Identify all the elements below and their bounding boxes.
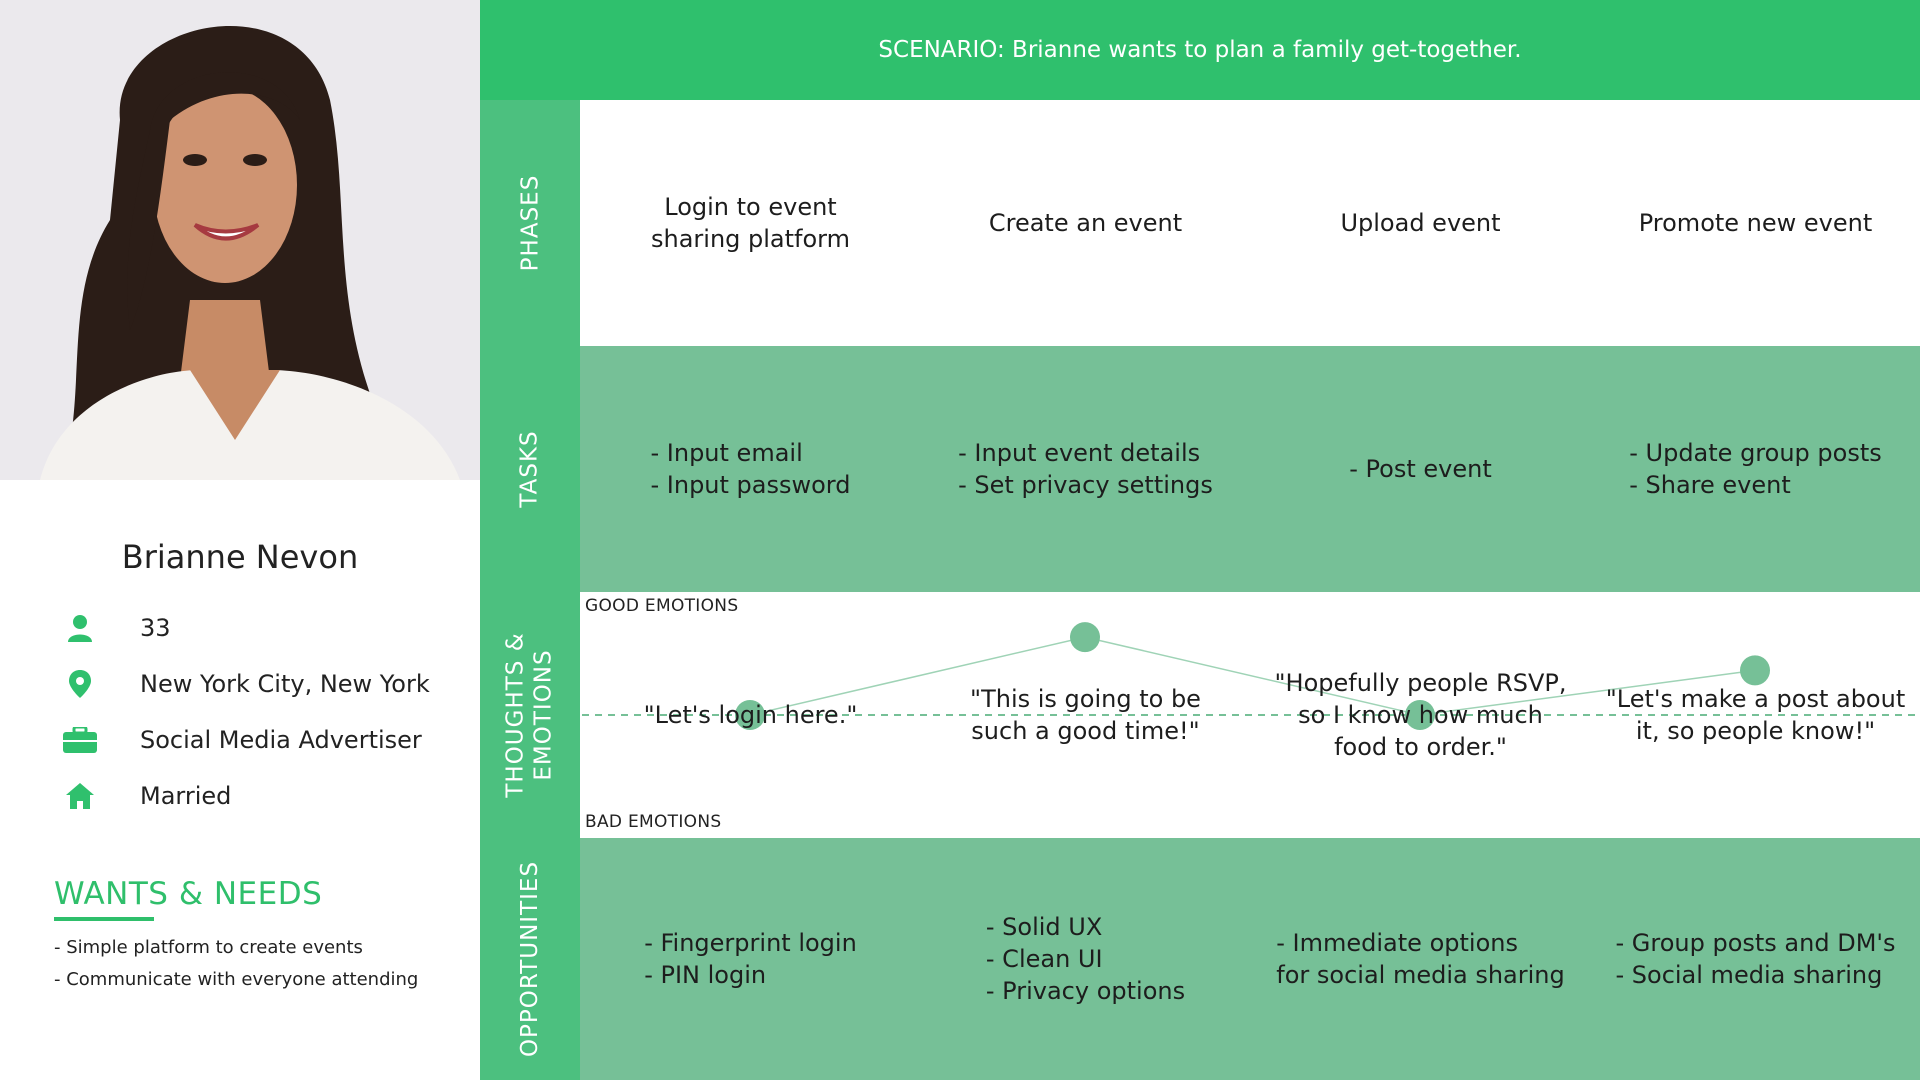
opportunities-band: [580, 838, 1920, 1080]
task-cell: - Update group posts - Share event: [1588, 346, 1920, 592]
persona-photo: [0, 0, 480, 480]
task-item: - Input email: [650, 439, 803, 467]
persona-location: New York City, New York: [140, 670, 430, 698]
opportunity-item: - PIN login: [644, 961, 767, 989]
task-item: - Input event details: [958, 439, 1201, 467]
opportunity-item: - Immediate options: [1276, 929, 1518, 957]
phase-cell: Login to event sharing platform: [583, 100, 918, 346]
phase-text: Promote new event: [1638, 209, 1873, 237]
persona-portrait-illustration: [0, 0, 480, 480]
scenario-text: SCENARIO: Brianne wants to plan a family…: [878, 37, 1522, 63]
tasks-row-label: TASKS: [480, 346, 580, 592]
task-cell: - Input email - Input password: [583, 346, 918, 592]
task-item: - Update group posts: [1629, 439, 1882, 467]
opportunities-label-text: OPPORTUNITIES: [517, 860, 543, 1058]
task-item: - Set privacy settings: [958, 471, 1213, 499]
bad-emotions-label: BAD EMOTIONS: [585, 812, 722, 832]
row-label-stripe: [480, 100, 580, 1080]
task-item: - Share event: [1629, 471, 1791, 499]
thoughts-emotions-row-label: THOUGHTS &EMOTIONS: [480, 592, 580, 838]
phases-label-text: PHASES: [516, 174, 543, 272]
task-item: - Post event: [1349, 455, 1492, 483]
thoughts-emotions-label-text: THOUGHTS &EMOTIONS: [502, 632, 558, 797]
phase-text: Login to event: [664, 193, 837, 221]
wants-needs-item: - Simple platform to create events: [54, 937, 363, 958]
opportunity-cell: - Fingerprint login - PIN login: [583, 838, 918, 1080]
persona-status-row: Married: [60, 778, 231, 814]
quote-line: "This is going to be: [970, 685, 1201, 713]
opportunity-item: - Group posts and DM's: [1615, 929, 1896, 957]
task-cell: - Post event: [1253, 346, 1588, 592]
quote-line: "Let's login here.": [643, 701, 858, 729]
quote-line: "Let's make a post about: [1605, 685, 1906, 713]
tasks-label-text: TASKS: [517, 430, 543, 508]
opportunity-item: for social media sharing: [1276, 961, 1565, 989]
opportunity-item: - Social media sharing: [1615, 961, 1883, 989]
opportunities-row-label: OPPORTUNITIES: [480, 838, 580, 1080]
emotion-quote: "Let's login here.": [583, 699, 918, 731]
persona-age-row: 33: [60, 610, 171, 646]
quote-line: food to order.": [1334, 733, 1507, 761]
quote-line: "Hopefully people RSVP,: [1274, 669, 1567, 697]
persona-status: Married: [140, 782, 232, 810]
emotion-quote: "This is going to be such a good time!": [918, 683, 1253, 747]
phases-band: [580, 100, 1920, 346]
emotion-quote: "Hopefully people RSVP, so I know how mu…: [1253, 667, 1588, 763]
task-item: - Input password: [650, 471, 851, 499]
persona-name: Brianne Nevon: [121, 538, 359, 576]
phase-cell: Upload event: [1253, 100, 1588, 346]
location-pin-icon: [60, 668, 100, 700]
phase-cell: Create an event: [918, 100, 1253, 346]
phases-row-label: PHASES: [480, 100, 580, 346]
emotions-label-line: EMOTIONS: [531, 649, 558, 781]
wants-needs-item: - Communicate with everyone attending: [54, 969, 419, 990]
quote-line: it, so people know!": [1635, 717, 1876, 745]
quote-line: such a good time!": [971, 717, 1200, 745]
wants-needs-title: WANTS & NEEDS: [54, 876, 323, 912]
opportunity-item: - Fingerprint login: [644, 929, 857, 957]
phase-text: Create an event: [988, 209, 1183, 237]
phase-text: Upload event: [1340, 209, 1501, 237]
persona-occupation: Social Media Advertiser: [140, 726, 422, 754]
good-emotions-label: GOOD EMOTIONS: [585, 596, 739, 616]
persona-age: 33: [140, 614, 171, 642]
task-cell: - Input event details - Set privacy setti…: [918, 346, 1253, 592]
thoughts-label-line: THOUGHTS &: [503, 632, 530, 798]
opportunity-item: - Solid UX: [985, 913, 1103, 941]
phase-cell: Promote new event: [1588, 100, 1920, 346]
quote-line: so I know how much: [1298, 701, 1543, 729]
wants-needs-list: - Simple platform to create events - Com…: [54, 932, 418, 996]
opportunity-item: - Clean UI: [985, 945, 1103, 973]
opportunity-cell: - Solid UX - Clean UI - Privacy options: [918, 838, 1253, 1080]
persona-location-row: New York City, New York: [60, 666, 430, 702]
opportunity-cell: - Immediate options for social media shar…: [1253, 838, 1588, 1080]
wants-needs-underline: [54, 917, 154, 921]
persona-occupation-row: Social Media Advertiser: [60, 722, 422, 758]
home-icon: [60, 780, 100, 812]
scenario-banner: SCENARIO: Brianne wants to plan a family…: [480, 0, 1920, 100]
briefcase-icon: [60, 724, 100, 756]
phase-text: sharing platform: [650, 225, 850, 253]
opportunity-item: - Privacy options: [985, 977, 1186, 1005]
opportunity-cell: - Group posts and DM's - Social media sha…: [1588, 838, 1920, 1080]
tasks-band: [580, 346, 1920, 592]
user-icon: [60, 612, 100, 644]
emotion-quote: "Let's make a post about it, so people k…: [1588, 683, 1920, 747]
